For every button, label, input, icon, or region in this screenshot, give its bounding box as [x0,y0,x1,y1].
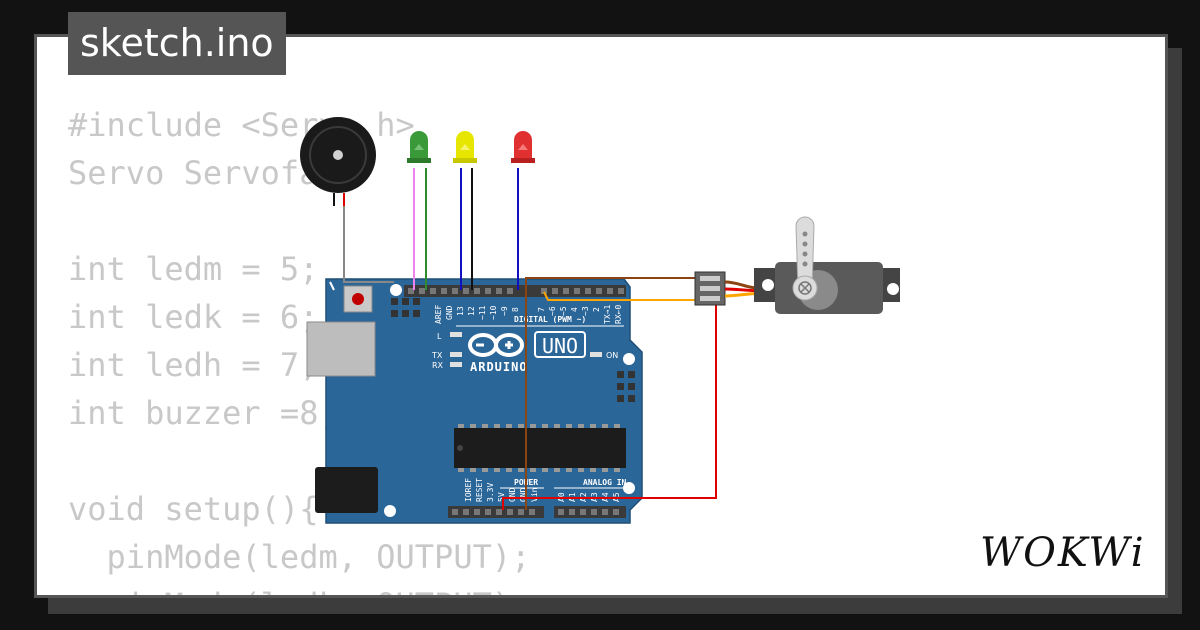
pin-label: TX→1 [603,305,612,324]
wokwi-logo: WOKWi [980,530,1146,576]
pin-label: 13 [456,306,465,316]
mounting-hole [390,284,402,296]
connector-pin [700,296,720,301]
connector-pin [700,276,720,281]
digital-header [404,285,626,297]
servo-motor[interactable] [754,216,900,314]
pin-label: RX←0 [614,305,623,324]
buzzer-ring [309,126,367,184]
power-jack [315,467,378,513]
pin-label: 5V [497,492,506,502]
mounting-hole [623,482,635,494]
wire-buzzer-gnd [329,281,335,291]
pin-label: RESET [475,478,484,502]
pin-label: ~3 [581,306,590,316]
wire-servo-gnd-top [525,277,695,290]
reset-button-cap [352,293,364,305]
pin-label: 2 [592,307,601,312]
servo-horn-hole [802,231,808,237]
code-line: void setup(){ [68,490,319,528]
mounting-hole [384,505,396,517]
icsp-header [391,298,635,402]
led-yellow[interactable] [453,131,477,163]
servo-screw [798,281,812,295]
pin-label: AREF [434,305,443,324]
chip-notch [457,445,463,451]
servo-horn-hole [802,251,808,257]
digital-header-pins [408,288,624,294]
servo-horn-hole [802,261,808,267]
bottom-header-pins [452,509,619,515]
code-line: pinMode(ledm, OUTPUT); [68,538,531,576]
led-yellow-rim [453,158,477,163]
pin-label: 7 [537,307,546,312]
code-line: pinMode(ledk, OUTPUT); [68,581,531,595]
code-line: int ledm = 5; [68,250,319,288]
servo-mount-hole [762,279,774,291]
mounting-hole [623,353,635,365]
led-l-label: L [437,332,442,341]
board-brand: ARDUINO [470,360,528,374]
wire-servo-signal [543,291,695,301]
connector-pin [700,286,720,291]
chip-pins [458,424,620,472]
buzzer-hole [333,150,343,160]
led-red-die [518,144,528,150]
wire-buzzer-signal [343,205,394,283]
pin-label: 8 [511,307,520,312]
pin-label: GND [445,305,454,320]
microcontroller-chip [454,428,626,468]
led-red[interactable] [511,131,535,163]
led-on-label: ON [606,351,618,360]
digital-pin-labels: AREF GND 13 12 ~11 ~10 ~9 8 7 ~6 ~5 4 ~3… [434,305,623,324]
file-tab-title[interactable]: sketch.ino [68,12,286,75]
servo-mount-hole [887,283,899,295]
servo-screw-slot [800,283,810,293]
code-line: int ledk = 6; [68,298,319,336]
led-green-die [414,144,424,150]
led-on [590,352,602,357]
led-yellow-die [460,144,470,150]
led-green-rim [407,158,431,163]
pin-label: GND [519,487,528,502]
board-model: UNO [542,334,578,358]
usb-port [306,321,376,377]
led-tx [450,352,462,357]
pin-label: Vin [530,487,539,502]
servo-horn-hole [802,241,808,247]
led-l [450,332,462,337]
pin-label: ~11 [478,305,487,320]
pin-label: 12 [467,306,476,316]
wokwi-logo-text: WOKWi [980,530,1146,576]
led-rx [450,362,462,367]
led-green[interactable] [407,131,431,163]
led-red-rim [511,158,535,163]
uno-badge [534,331,586,358]
pin-label: 4 [570,307,579,312]
pin-label: IOREF [464,478,473,502]
pin-label: 3.3V [486,483,495,502]
pin-label: ~10 [489,305,498,320]
digital-label: DIGITAL (PWM ~) [514,315,586,324]
pin-label: GND [508,487,517,502]
led-tx-label: TX [431,351,443,360]
arduino-infinity-logo [468,333,524,357]
servo-connector [694,271,771,306]
analog-label: ANALOG IN [583,478,627,487]
piezo-buzzer[interactable] [300,117,376,206]
pin-label: ~6 [548,306,557,316]
pin-label: ~5 [559,306,568,316]
led-rx-label: RX [432,361,444,370]
pin-label: ~9 [500,306,509,316]
arduino-uno-board[interactable]: AREF GND 13 12 ~11 ~10 ~9 8 7 ~6 ~5 4 ~3… [306,278,643,524]
